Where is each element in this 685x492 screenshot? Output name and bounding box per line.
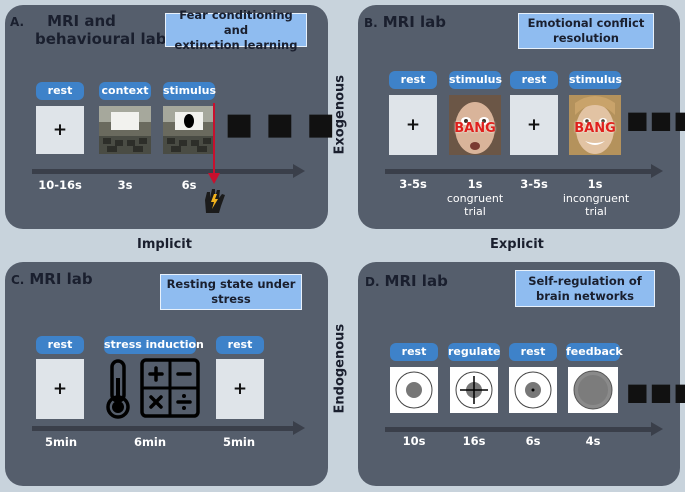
panel-d-duration-3: 6s (525, 434, 541, 448)
panel-b-rest-screen-2: + (510, 95, 558, 155)
panel-a-ellipsis: ■ ■ ■ (225, 107, 336, 142)
panel-b-duration-4: 1s (587, 177, 603, 191)
panel-c-step-rest-1: rest (36, 336, 84, 354)
panel-b-lab-label: B. MRI lab (364, 14, 446, 32)
panel-b-ellipsis: ■■■ (626, 106, 685, 134)
panel-c-timeline (32, 421, 305, 435)
panel-b-face-word-2: BANG (574, 121, 616, 136)
panel-d-step-rest-1: rest (390, 343, 438, 361)
panel-b-duration-2: 1s (467, 177, 483, 191)
axis-label-explicit: Explicit (490, 237, 544, 252)
panel-a-duration-stimulus: 6s (181, 178, 197, 192)
panel-b-letter: B. (364, 16, 378, 30)
panel-d-step-rest-2: rest (509, 343, 557, 361)
panel-c-step-stress-induction: stress induction (104, 336, 204, 354)
panel-d-feedback-target (568, 367, 618, 413)
panel-d-step-feedback: feedback (566, 343, 623, 361)
panel-a-lab-label: A. MRI and behavioural labs (10, 13, 175, 48)
panel-c-rest-screen-1: + (36, 359, 84, 419)
panel-c-step-rest-2: rest (216, 336, 264, 354)
panel-d-lab-label: D. MRI lab (365, 273, 448, 291)
panel-a-lab-line1: MRI and (47, 12, 116, 30)
panel-c-lab-text: MRI lab (29, 270, 93, 288)
panel-a-stimulus-image (163, 106, 215, 154)
calculator-icon (140, 358, 200, 418)
panel-b-lab-text: MRI lab (382, 13, 446, 31)
panel-a-duration-context: 3s (117, 178, 133, 192)
panel-d-step-regulate: regulate (448, 343, 501, 361)
panel-b-step-stimulus-1: stimulus (449, 71, 502, 89)
panel-d-regulate-target (450, 367, 498, 413)
panel-a-step-rest: rest (36, 82, 84, 100)
panel-d-duration-2: 16s (462, 434, 486, 448)
panel-c-duration-2: 6min (133, 435, 167, 449)
panel-b-timeline (385, 164, 663, 178)
panel-c-rest-screen-2: + (216, 359, 264, 419)
panel-b-face-word-1: BANG (454, 121, 496, 136)
panel-a-context-image (99, 106, 151, 154)
panel-b-face-image-2: BANG (569, 95, 621, 155)
panel-b-step-rest-1: rest (389, 71, 437, 89)
panel-b-step-stimulus-2: stimulus (569, 71, 622, 89)
panel-d-rest-target-2 (509, 367, 557, 413)
panel-c-duration-1: 5min (44, 435, 78, 449)
panel-a-lab-line2: behavioural labs (35, 30, 176, 48)
panel-d-timeline (385, 422, 663, 436)
panel-b-duration-1: 3-5s (399, 177, 427, 191)
axis-label-implicit: Implicit (137, 237, 192, 252)
panel-d-duration-4: 4s (585, 434, 601, 448)
panel-c-letter: C. (11, 273, 25, 287)
panel-a-timeline (32, 164, 305, 178)
panel-d-letter: D. (365, 275, 380, 289)
panel-a-shock-arrow (208, 103, 220, 184)
axis-label-endogenous: Endogenous (332, 323, 348, 414)
panel-a-step-stimulus: stimulus (163, 82, 216, 100)
panel-a-step-context: context (99, 82, 151, 100)
panel-d-ellipsis: ■■■ (626, 378, 685, 406)
panel-a-letter: A. (10, 15, 25, 29)
panel-a-rest-screen: + (36, 106, 84, 154)
panel-d-rest-target-1 (390, 367, 438, 413)
panel-b-rest-screen-1: + (389, 95, 437, 155)
panel-b-face-image-1: BANG (449, 95, 501, 155)
panel-c-lab-label: C. MRI lab (11, 271, 93, 289)
panel-c-duration-3: 5min (222, 435, 256, 449)
panel-d-lab-text: MRI lab (384, 272, 448, 290)
panel-b-step-rest-2: rest (510, 71, 558, 89)
thermometer-icon (106, 359, 130, 419)
panel-a-duration-rest: 10-16s (38, 178, 82, 192)
panel-b-duration-3: 3-5s (520, 177, 548, 191)
panel-a-shock-hand-icon (205, 189, 225, 213)
panel-d-duration-1: 10s (402, 434, 426, 448)
